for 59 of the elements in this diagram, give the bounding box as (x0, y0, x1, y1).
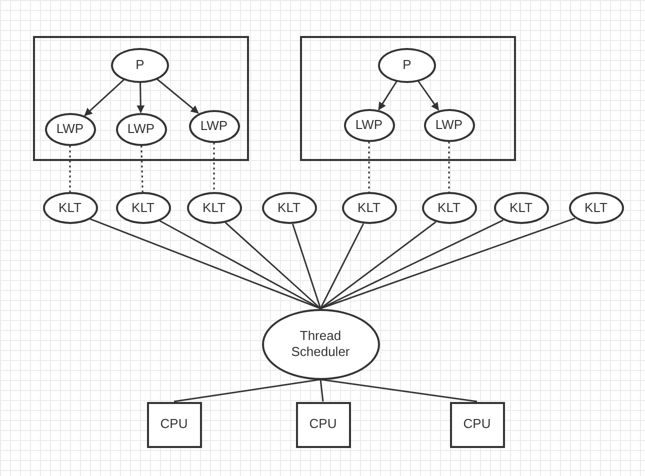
ellipse-node (116, 192, 170, 224)
connector-line (320, 379, 324, 402)
ellipse-node (378, 48, 436, 82)
ellipse-node (111, 48, 169, 82)
arrow (378, 80, 398, 110)
node-label: LWP (127, 120, 155, 138)
node-label: KLT (58, 200, 82, 216)
node-label: CPU (309, 416, 337, 433)
ellipse-node (422, 192, 476, 224)
node-label: KLT (510, 200, 532, 216)
node-label: KLT (278, 200, 300, 216)
arrow (136, 82, 145, 114)
node-label: Thread Scheduler (290, 328, 351, 360)
cpu-box (146, 402, 202, 448)
node-label: KLT (202, 200, 226, 216)
ellipse-node (494, 192, 548, 224)
ellipse-node (116, 112, 166, 146)
dotted-line (69, 146, 71, 192)
ellipse-node (42, 192, 98, 224)
ellipse-node (342, 192, 396, 224)
node-label: LWP (56, 120, 84, 138)
node-label: KLT (438, 200, 460, 216)
dotted-line (448, 142, 450, 192)
connector-line (320, 218, 576, 310)
node-label: KLT (584, 200, 608, 216)
process-frame (32, 36, 248, 160)
ellipse-node (568, 192, 624, 224)
ellipse-node (44, 112, 96, 146)
arrow (156, 78, 199, 114)
connector-line (90, 218, 321, 310)
arrow (418, 80, 440, 111)
connector-line (174, 378, 321, 402)
connector-line (320, 378, 478, 402)
node-label: P (402, 56, 412, 74)
dotted-line (368, 142, 370, 192)
ellipse-node (186, 192, 242, 224)
cpu-box (450, 402, 504, 448)
node-label: LWP (435, 116, 463, 134)
connector-line (224, 222, 321, 310)
dotted-line (213, 142, 215, 192)
ellipse-node (262, 192, 316, 224)
node-label: LWP (200, 118, 228, 134)
ellipse-node (188, 110, 240, 142)
process-frame (300, 36, 516, 160)
connector-line (320, 221, 436, 310)
node-label: LWP (355, 116, 383, 134)
ellipse-node (344, 108, 394, 142)
node-label: KLT (358, 200, 380, 216)
arrow (84, 79, 125, 116)
connector-line (320, 223, 364, 309)
node-label: CPU (160, 416, 188, 433)
cpu-box (296, 402, 350, 448)
node-label: KLT (132, 200, 154, 216)
connector-line (292, 224, 322, 309)
node-label: P (136, 56, 144, 74)
ellipse-node (262, 308, 380, 380)
ellipse-node (424, 108, 474, 142)
node-label: CPU (463, 416, 491, 433)
dotted-line (140, 145, 144, 192)
